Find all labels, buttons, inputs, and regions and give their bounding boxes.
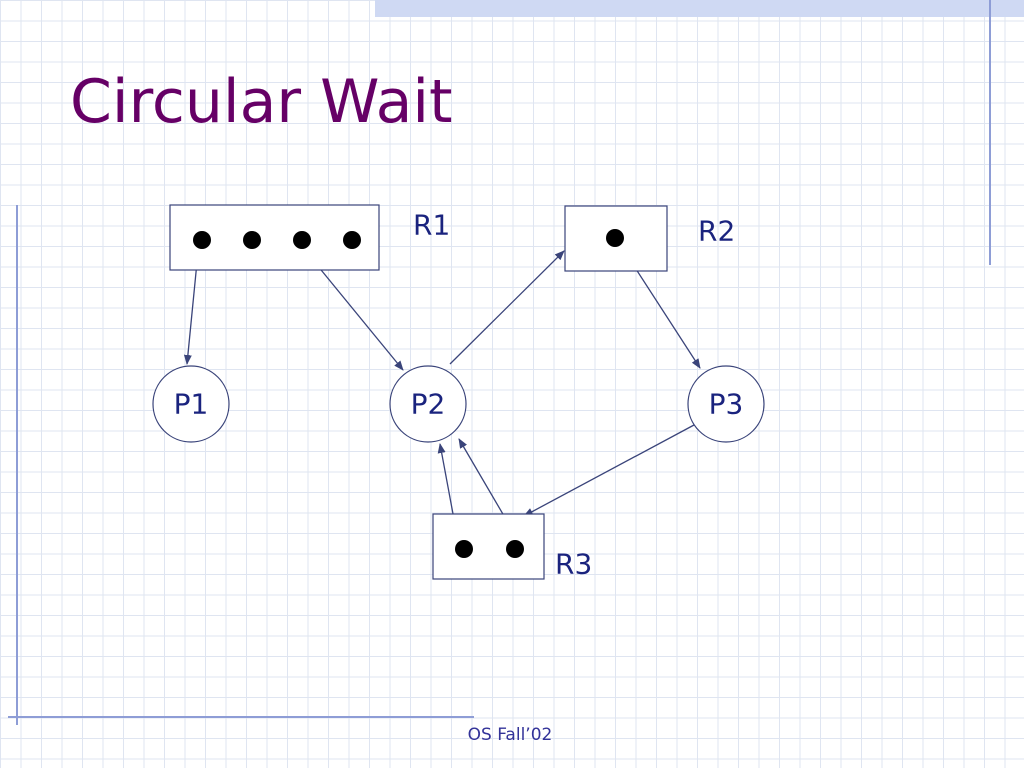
resource-r3: R3 xyxy=(432,513,592,581)
resource-instance-dot xyxy=(193,231,211,249)
resource-instance-dot xyxy=(506,540,524,558)
edge-r1-to-p1-1 xyxy=(183,251,199,365)
right-vertical-rule xyxy=(989,0,991,265)
left-vertical-rule xyxy=(16,205,18,725)
process-label-p1: P1 xyxy=(174,388,209,421)
resource-box-r3 xyxy=(432,513,545,580)
process-p3: P3 xyxy=(687,365,765,443)
process-p1: P1 xyxy=(152,365,230,443)
process-circle-p2 xyxy=(389,365,467,443)
process-label-p3: P3 xyxy=(709,388,744,421)
slide-footer: OS Fall’02 xyxy=(467,725,553,745)
process-p2: P2 xyxy=(389,365,467,443)
resource-instance-dot xyxy=(606,229,624,247)
top-accent-bar xyxy=(375,0,1024,17)
bottom-horizontal-rule xyxy=(8,716,474,718)
resource-r2: R2 xyxy=(564,205,735,272)
resource-label-r2: R2 xyxy=(698,215,735,248)
resource-instance-dot xyxy=(243,231,261,249)
edge-p3-to-r3 xyxy=(523,424,695,517)
process-circle-p1 xyxy=(152,365,230,443)
resource-instance-dot xyxy=(293,231,311,249)
edge-p2-to-r2 xyxy=(449,250,565,365)
resource-label-r1: R1 xyxy=(413,209,450,242)
resource-label-r3: R3 xyxy=(555,548,592,581)
edge-r1-to-p2-3 xyxy=(307,253,404,371)
resource-instance-dot xyxy=(455,540,473,558)
resource-r1: R1 xyxy=(169,204,450,271)
process-label-p2: P2 xyxy=(411,388,446,421)
processes-layer: P1 P2 P3 xyxy=(152,365,765,443)
resource-instance-dot xyxy=(343,231,361,249)
process-circle-p3 xyxy=(687,365,765,443)
slide-title: Circular Wait xyxy=(70,67,453,137)
